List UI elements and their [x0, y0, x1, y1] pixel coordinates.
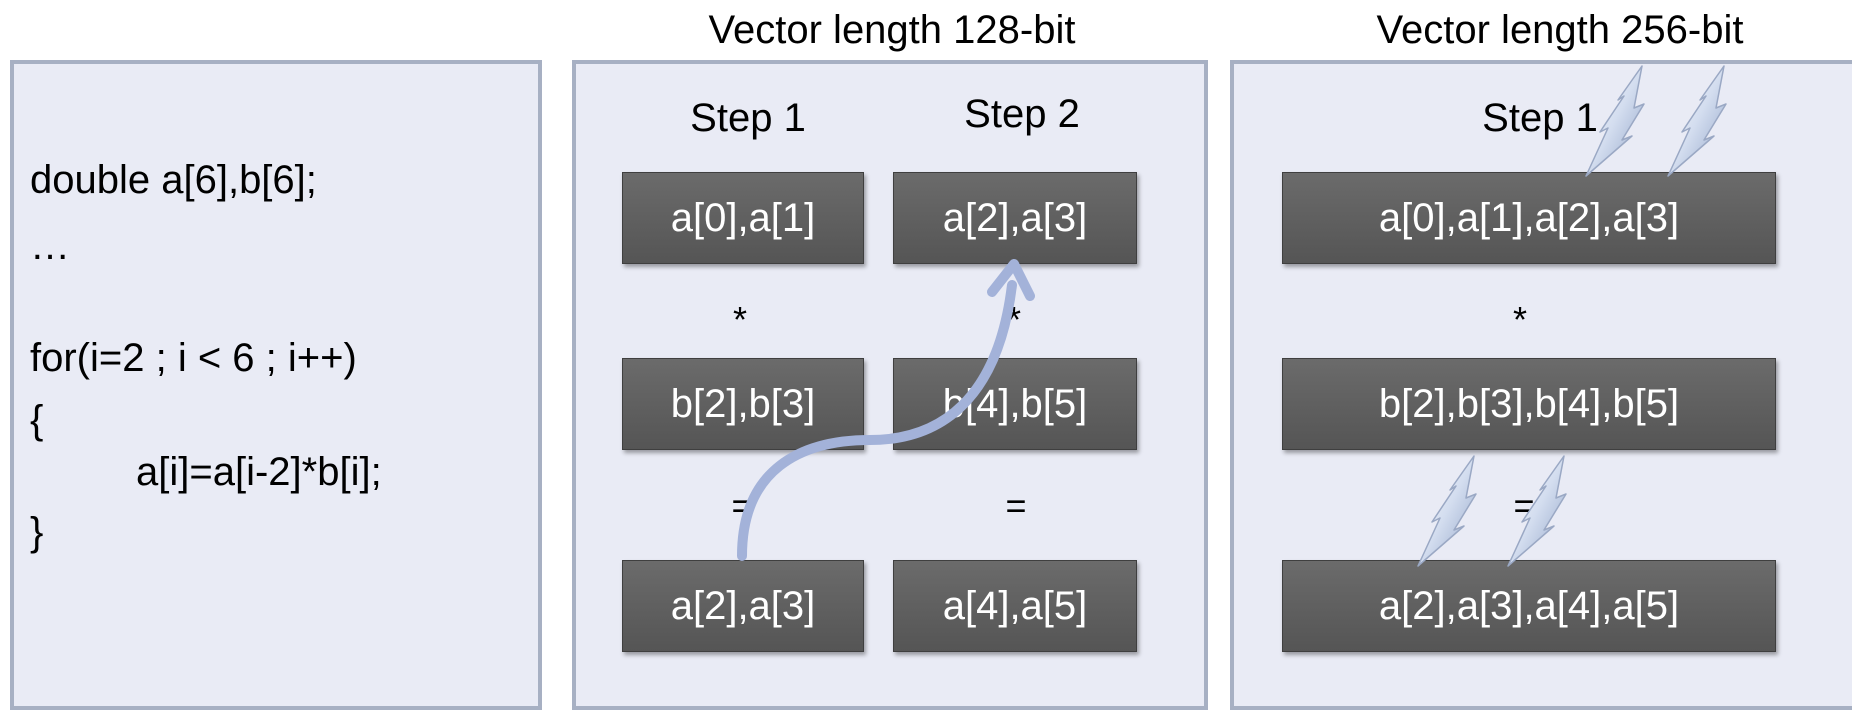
- vector-box-a2-a5-result: a[2],a[3],a[4],a[5]: [1282, 560, 1776, 652]
- vector-box-a4-a5-result: a[4],a[5]: [893, 560, 1137, 652]
- step2-label-128: Step 2: [964, 92, 1080, 136]
- code-line-for: for(i=2 ; i < 6 ; i++): [30, 336, 357, 380]
- vector-box-a0-a3: a[0],a[1],a[2],a[3]: [1282, 172, 1776, 264]
- code-line-ellipsis: …: [30, 224, 70, 268]
- multiply-sign-step1: *: [732, 299, 748, 340]
- code-line-close-brace: }: [30, 510, 44, 554]
- code-line-declaration: double a[6],b[6];: [30, 158, 317, 202]
- vector-box-a2-a3-step2: a[2],a[3]: [893, 172, 1137, 264]
- equals-sign-step2: =: [1005, 485, 1027, 526]
- vector-box-b2-b3: b[2],b[3]: [622, 358, 864, 450]
- equals-sign-step1: =: [731, 485, 753, 526]
- vector-box-a2-a3-result: a[2],a[3]: [622, 560, 864, 652]
- vector-box-a0-a1: a[0],a[1]: [622, 172, 864, 264]
- code-line-body: a[i]=a[i-2]*b[i];: [136, 450, 382, 494]
- title-vector-128: Vector length 128-bit: [708, 8, 1076, 52]
- title-vector-256: Vector length 256-bit: [1376, 8, 1744, 52]
- step1-label-128: Step 1: [690, 96, 806, 140]
- code-panel: [10, 60, 542, 710]
- vector-box-b2-b5: b[2],b[3],b[4],b[5]: [1282, 358, 1776, 450]
- step1-label-256: Step 1: [1482, 96, 1598, 140]
- equals-sign-256: =: [1513, 485, 1535, 526]
- multiply-sign-step2: *: [1006, 299, 1022, 340]
- code-line-open-brace: {: [30, 398, 44, 442]
- multiply-sign-256: *: [1512, 299, 1528, 340]
- vector-box-b4-b5: b[4],b[5]: [893, 358, 1137, 450]
